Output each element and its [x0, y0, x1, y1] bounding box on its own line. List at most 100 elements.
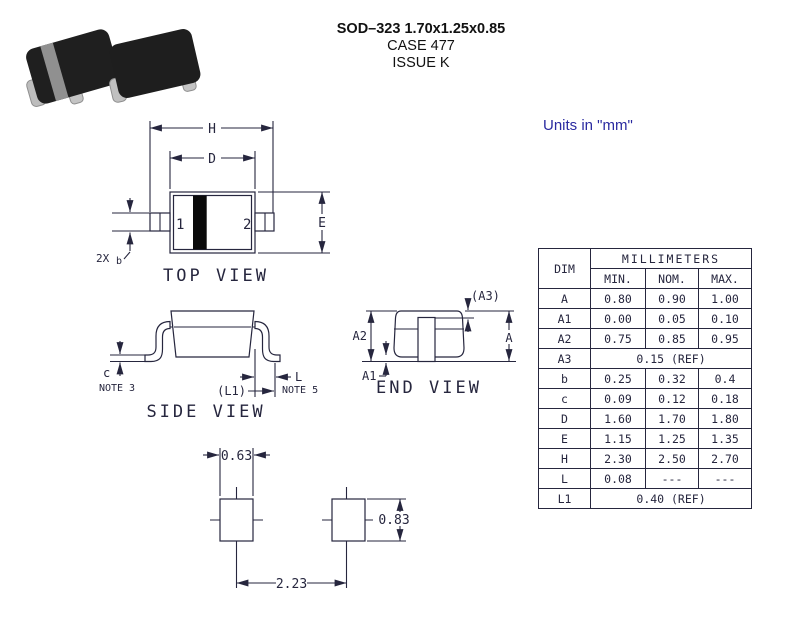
package-photo-right: [109, 29, 201, 103]
dim-cell: A: [538, 288, 591, 309]
dim-label-l: L: [295, 370, 302, 384]
nom-cell: 0.12: [645, 388, 699, 409]
gullwing-lead-right: [254, 320, 281, 363]
min-cell: 2.30: [590, 448, 646, 469]
max-cell: 1.00: [697, 288, 753, 309]
dim-cell: H: [538, 448, 591, 469]
nom-cell: 1.25: [645, 428, 699, 449]
dim-label-pad-width: 0.63: [221, 449, 252, 464]
min-cell: 1.60: [590, 408, 646, 429]
min-cell: 0.08: [590, 468, 646, 489]
dimension-table: DIM MILLIMETERS MIN. NOM. MAX. A 0.80 0.…: [538, 248, 753, 509]
dim-label-d: D: [208, 152, 216, 167]
label-bg: [314, 214, 330, 230]
min-cell: 1.15: [590, 428, 646, 449]
dim-cell: L1: [538, 488, 591, 509]
drawing-title: SOD–323 1.70x1.25x0.85 CASE 477 ISSUE K: [271, 21, 571, 72]
table-row: E 1.15 1.25 1.35: [538, 428, 753, 449]
cathode-band: [193, 195, 207, 250]
dim-cell: A3: [538, 348, 591, 369]
dim-label-a1: A1: [362, 369, 376, 383]
label-bg: [502, 330, 516, 344]
title-line2: CASE 477: [387, 38, 455, 54]
dim-label-b-qty: 2X: [96, 252, 110, 265]
nom-cell: 1.70: [645, 408, 699, 429]
title-line3: ISSUE K: [392, 55, 450, 71]
dim-cell: E: [538, 428, 591, 449]
pin1-label: 1: [176, 217, 184, 233]
table-row: A1 0.00 0.05 0.10: [538, 308, 753, 329]
table-row: A2 0.75 0.85 0.95: [538, 328, 753, 349]
end-view-title: END VIEW: [376, 378, 482, 398]
dim-label-b: b: [116, 256, 122, 267]
table-row: A3 0.15 (REF): [538, 348, 753, 369]
nom-cell: 0.90: [645, 288, 699, 309]
table-header-max: MAX.: [697, 268, 753, 289]
table-row: D 1.60 1.70 1.80: [538, 408, 753, 429]
min-cell: 0.00: [590, 308, 646, 329]
dim-label-a2: A2: [353, 329, 367, 343]
dim-cell: A1: [538, 308, 591, 329]
table-header-millimeters: MILLIMETERS: [589, 248, 753, 269]
top-view-title: TOP VIEW: [163, 266, 269, 286]
label-bg: [276, 576, 307, 590]
table-header-nom: NOM.: [645, 268, 699, 289]
photo-body: [26, 29, 121, 104]
pad-right: [331, 498, 366, 542]
dim-label-pad-height: 0.83: [378, 513, 409, 528]
dim-label-pitch: 2.23: [276, 577, 307, 592]
table-header-min: MIN.: [590, 268, 646, 289]
dim-label-l1: (L1): [217, 384, 246, 398]
body-inner-outline: [172, 194, 253, 251]
nom-cell: ---: [645, 468, 699, 489]
dim-label-h: H: [208, 122, 216, 137]
label-bg: [203, 120, 221, 135]
max-cell: 1.35: [697, 428, 753, 449]
note5-label: NOTE 5: [282, 385, 318, 396]
title-line1: SOD–323 1.70x1.25x0.85: [336, 21, 506, 37]
span-cell: 0.15 (REF): [589, 348, 753, 369]
leader-line: [123, 251, 131, 260]
footprint: 0.63 0.83 2.23: [203, 448, 410, 592]
dim-cell: L: [538, 468, 591, 489]
dim-label-c: c: [103, 366, 110, 380]
table-header-dim: DIM: [538, 248, 591, 289]
table-row: c 0.09 0.12 0.18: [538, 388, 753, 409]
max-cell: 0.4: [697, 368, 753, 389]
dim-cell: b: [538, 368, 591, 389]
max-cell: 1.80: [697, 408, 753, 429]
units-note: Units in "mm": [543, 117, 633, 134]
package-photo-left: [26, 29, 121, 107]
label-bg: [380, 512, 409, 526]
span-cell: 0.40 (REF): [589, 488, 753, 509]
dim-label-e: E: [318, 216, 326, 231]
dim-label-a3: (A3): [471, 289, 500, 303]
table-row: A 0.80 0.90 1.00: [538, 288, 753, 309]
end-view: (A3) A2 A1 A END VIEW: [353, 289, 516, 398]
max-cell: 0.95: [697, 328, 753, 349]
lead-front: [417, 316, 436, 363]
pin2-label: 2: [243, 217, 251, 233]
table-row: b 0.25 0.32 0.4: [538, 368, 753, 389]
nom-cell: 0.05: [645, 308, 699, 329]
top-view: H D 1 2 E 2X b: [96, 120, 330, 286]
min-cell: 0.25: [590, 368, 646, 389]
max-cell: 0.18: [697, 388, 753, 409]
nom-cell: 0.32: [645, 368, 699, 389]
photo-cathode-band: [40, 42, 69, 102]
max-cell: 2.70: [697, 448, 753, 469]
pad-left: [219, 498, 254, 542]
table-row: L 0.08 --- ---: [538, 468, 753, 489]
max-cell: ---: [697, 468, 753, 489]
dim-label-a: A: [505, 331, 513, 345]
note3-label: NOTE 3: [99, 383, 135, 394]
label-bg: [204, 150, 221, 165]
table-row: H 2.30 2.50 2.70: [538, 448, 753, 469]
nom-cell: 2.50: [645, 448, 699, 469]
gullwing-lead-left: [144, 320, 171, 363]
max-cell: 0.10: [697, 308, 753, 329]
nom-cell: 0.85: [645, 328, 699, 349]
dim-cell: D: [538, 408, 591, 429]
